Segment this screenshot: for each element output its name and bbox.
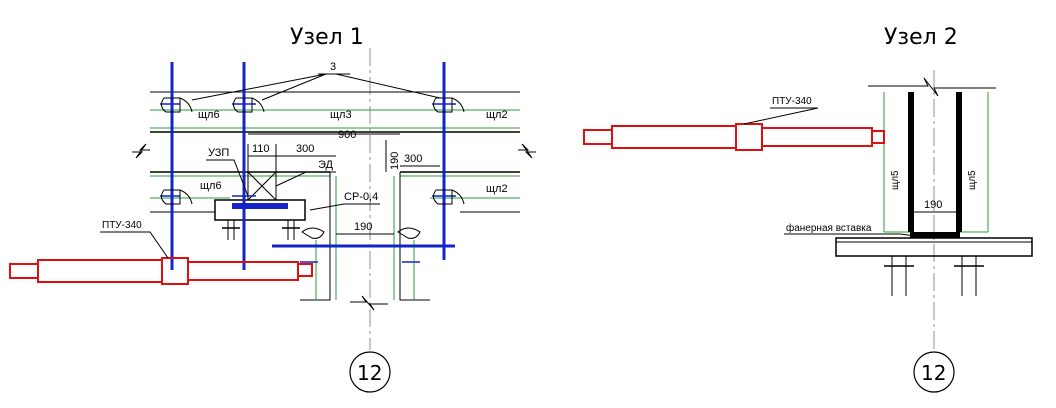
node-1-title: Узел 1 — [290, 25, 364, 50]
dim-190h: 190 — [354, 221, 372, 233]
ptu-leader-1 — [100, 231, 169, 259]
panel-label-mid-left: щл6 — [200, 180, 222, 192]
middle-band — [150, 171, 520, 213]
bolt-leaders — [191, 73, 441, 101]
dim-110: 110 — [252, 143, 270, 155]
vertical-walls — [300, 172, 430, 301]
ptu-hose-1 — [9, 257, 313, 285]
ptu-callout-2: ПТУ-340 — [772, 96, 812, 107]
uzp-callout: УЗП — [208, 147, 229, 159]
top-slab — [132, 91, 536, 159]
dim-300a: 300 — [296, 143, 314, 155]
axis-label-2: 12 — [921, 361, 946, 385]
insert-leader — [784, 233, 917, 237]
base-plate-2 — [835, 237, 1033, 257]
axis-bubble-1 — [349, 351, 391, 393]
axis-break-1 — [350, 295, 388, 311]
plate-anchors — [222, 220, 300, 240]
axis-label-1: 12 — [357, 361, 382, 385]
ptu-callout-1: ПТУ-340 — [102, 220, 142, 231]
dim-190v: 190 — [389, 152, 401, 170]
panel-label-right-2: щл5 — [967, 170, 978, 190]
clip-brackets — [160, 97, 465, 263]
panel-label-top-mid: щл3 — [330, 109, 352, 121]
top-break-2 — [868, 77, 996, 97]
dim-900: 900 — [338, 129, 356, 141]
anchors-2 — [884, 256, 984, 296]
sr-callout: СР-0,4 — [344, 191, 378, 203]
dim-300b: 300 — [404, 153, 422, 165]
plywood-insert — [910, 232, 960, 238]
support-plate-blue — [232, 203, 288, 209]
dim-190-2: 190 — [924, 199, 942, 211]
node-1: Узел 1 — [9, 25, 536, 393]
ptu-hose-2 — [583, 123, 885, 151]
ed-leader — [275, 171, 336, 187]
uzp-leader — [206, 159, 249, 197]
panel-label-mid-right: щл2 — [486, 183, 508, 195]
insert-callout: фанерная вставка — [786, 222, 872, 234]
panel-label-left-2: щл5 — [890, 170, 901, 190]
stud-right — [956, 92, 962, 232]
node-2-title: Узел 2 — [884, 25, 958, 50]
bolt-count-label: 3 — [330, 61, 336, 73]
node-2: Узел 2 щл5 щл5 190 фанерная вставка — [583, 25, 1033, 393]
sr-leader — [309, 203, 380, 211]
stud-left — [908, 92, 914, 232]
axis-bubble-2 — [913, 351, 955, 393]
panel-label-top-left: щл6 — [198, 109, 220, 121]
ed-callout: ЭД — [318, 159, 334, 171]
ptu-leader-2 — [743, 107, 819, 125]
support-plate — [214, 199, 306, 221]
panel-label-top-right: щл2 — [486, 109, 508, 121]
